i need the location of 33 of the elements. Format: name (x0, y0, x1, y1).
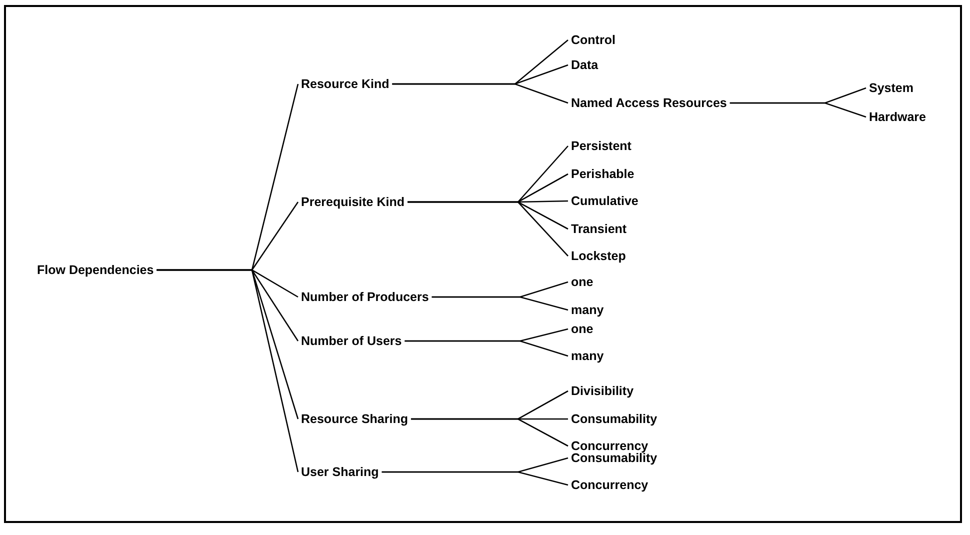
tree-label: Resource Kind (298, 76, 392, 92)
connector-line (730, 102, 866, 118)
tree-label: Concurrency (568, 438, 652, 454)
connector-line (432, 296, 568, 311)
tree-label: Lockstep (568, 248, 629, 264)
connector-line (408, 201, 568, 256)
tree-label: Hardware (866, 109, 929, 125)
tree-label: Resource Sharing (298, 411, 411, 427)
tree-label: Cumulative (568, 193, 642, 209)
tree-label: Prerequisite Kind (298, 194, 408, 210)
tree-label: one (568, 274, 596, 290)
tree-label: Data (568, 57, 602, 73)
tree-label: User Sharing (298, 464, 382, 480)
tree-label: Control (568, 32, 618, 48)
tree-label: Number of Users (298, 333, 405, 349)
tree-label: Flow Dependencies (34, 262, 157, 278)
tree-label: Number of Producers (298, 289, 432, 305)
tree-label: many (568, 348, 607, 364)
tree-label: Named Access Resources (568, 95, 730, 111)
tree-label: Concurrency (568, 477, 652, 493)
tree-label: many (568, 302, 607, 318)
tree-label: Perishable (568, 166, 638, 182)
connector-line (156, 269, 299, 472)
tree-label: Consumability (568, 411, 660, 427)
connector-line (382, 471, 568, 486)
tree-label: Transient (568, 221, 630, 237)
tree-label: Divisibility (568, 383, 637, 399)
tree-label: Persistent (568, 138, 634, 154)
tree-label: one (568, 321, 596, 337)
connector-line (392, 83, 568, 104)
connector-line (404, 340, 568, 357)
tree-label: System (866, 80, 916, 96)
connector-line (410, 418, 568, 447)
